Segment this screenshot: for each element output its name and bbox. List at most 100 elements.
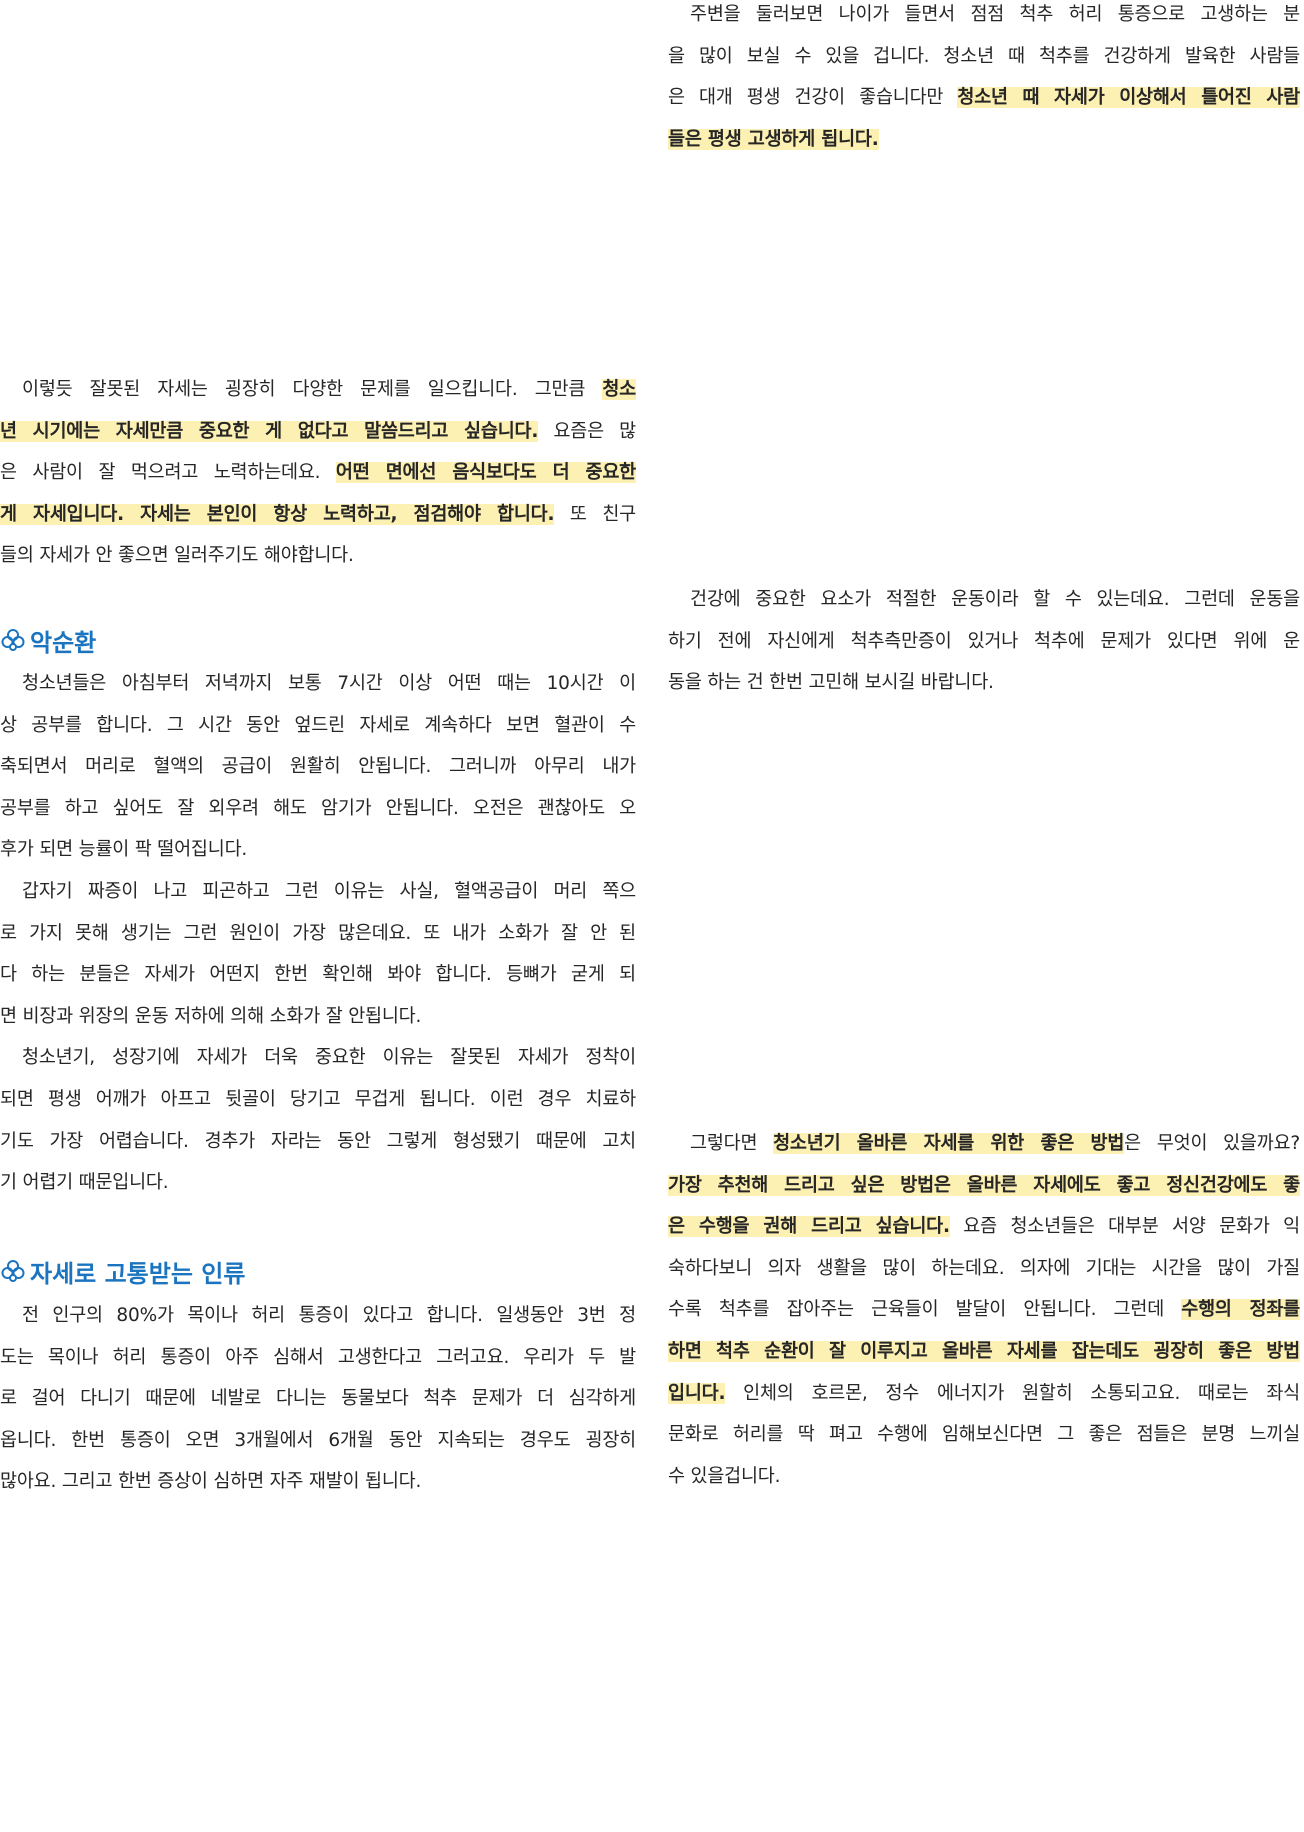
text-line: 도는 목이나 허리 통증이 아주 심해서 고생한다고 그러고요. 우리가 두 발 <box>0 1337 636 1379</box>
body-text: 요즘은 많 <box>538 420 636 442</box>
text-line: 하면 척추 순환이 잘 이루지고 올바른 자세를 잡는데도 굉장히 좋은 방법 <box>668 1331 1300 1373</box>
body-text: 전 인구의 80%가 목이나 허리 통증이 있다고 합니다. 일생동안 3번 정 <box>22 1305 636 1326</box>
text-line: 문화로 허리를 딱 펴고 수행에 임해보신다면 그 좋은 점들은 분명 느끼실 <box>668 1414 1300 1456</box>
text-line: 상 공부를 합니다. 그 시간 동안 엎드린 자세로 계속하다 보면 혈관이 수 <box>0 705 636 747</box>
text-line: 청소년기, 성장기에 자세가 더욱 중요한 이유는 잘못된 자세가 정착이 <box>0 1037 636 1079</box>
text-line: 축되면서 머리로 혈액의 공급이 원활히 안됩니다. 그러니까 아무리 내가 <box>0 746 636 788</box>
text-line: 을 많이 보실 수 있을 겁니다. 청소년 때 척추를 건강하게 발육한 사람들 <box>668 36 1300 78</box>
body-text: 은 사람이 잘 먹으려고 노력하는데요. <box>0 462 336 484</box>
text-line: 로 걸어 다니기 때문에 네발로 다니는 동물보다 척추 문제가 더 심각하게 <box>0 1378 636 1420</box>
clover-icon <box>1 1260 25 1282</box>
highlighted-text: 어떤 면에선 음식보다도 더 중요한 <box>335 462 636 484</box>
text-line: 옵니다. 한번 통증이 오면 3개월에서 6개월 동안 지속되는 경우도 굉장히 <box>0 1420 636 1462</box>
body-text: 수 있을겁니다. <box>668 1465 781 1487</box>
body-text: 들의 자세가 안 좋으면 일러주기도 해야합니다. <box>0 545 354 567</box>
text-line: 청소년들은 아침부터 저녁까지 보통 7시간 이상 어떤 때는 10시간 이 <box>0 663 636 705</box>
body-text: 갑자기 짜증이 나고 피곤하고 그런 이유는 사실, 혈액공급이 머리 쪽으 <box>22 880 636 902</box>
text-line: 숙하다보니 의자 생활을 많이 하는데요. 의자에 기대는 시간을 많이 가질 <box>668 1248 1300 1290</box>
section-heading-vicious-cycle: 악순환 <box>0 620 96 660</box>
text-line: 되면 평생 어깨가 아프고 뒷골이 당기고 무겁게 됩니다. 이런 경우 치료하 <box>0 1079 636 1121</box>
highlighted-text: 청소년 때 자세가 이상해서 틀어진 사람 <box>957 87 1300 109</box>
body-text: 숙하다보니 의자 생활을 많이 하는데요. 의자에 기대는 시간을 많이 가질 <box>668 1257 1300 1279</box>
text-line: 기도 가장 어렵습니다. 경추가 자라는 동안 그렇게 형성됐기 때문에 고치 <box>0 1121 636 1163</box>
body-text: 축되면서 머리로 혈액의 공급이 원활히 안됩니다. 그러니까 아무리 내가 <box>0 756 636 778</box>
section-heading-text: 자세로 고통받는 인류 <box>30 1259 246 1288</box>
body-text: 되면 평생 어깨가 아프고 뒷골이 당기고 무겁게 됩니다. 이런 경우 치료하 <box>0 1088 636 1110</box>
body-text: 도는 목이나 허리 통증이 아주 심해서 고생한다고 그러고요. 우리가 두 발 <box>0 1346 636 1368</box>
text-line: 수록 척추를 잡아주는 근육들이 발달이 안됩니다. 그런데 수행의 정좌를 <box>668 1289 1300 1331</box>
text-line: 은 대개 평생 건강이 좋습니다만 청소년 때 자세가 이상해서 틀어진 사람 <box>668 77 1300 119</box>
text-line: 은 수행을 권해 드리고 싶습니다. 요즘 청소년들은 대부분 서양 문화가 익 <box>668 1206 1300 1248</box>
text-line: 로 가지 못해 생기는 그런 원인이 가장 많은데요. 또 내가 소화가 잘 안… <box>0 913 636 955</box>
body-text: 후가 되면 능률이 팍 떨어집니다. <box>0 839 248 861</box>
body-text: 상 공부를 합니다. 그 시간 동안 엎드린 자세로 계속하다 보면 혈관이 수 <box>0 714 636 736</box>
text-line: 많아요. 그리고 한번 증상이 심하면 자주 재발이 됩니다. <box>0 1461 636 1503</box>
highlighted-text: 하면 척추 순환이 잘 이루지고 올바른 자세를 잡는데도 굉장히 좋은 방법 <box>668 1340 1300 1362</box>
highlighted-text: 수행의 정좌를 <box>1181 1299 1300 1321</box>
highlighted-text: 입니다. <box>668 1382 726 1404</box>
text-line: 면 비장과 위장의 운동 저하에 의해 소화가 잘 안됩니다. <box>0 996 636 1038</box>
body-text: 청소년들은 아침부터 저녁까지 보통 7시간 이상 어떤 때는 10시간 이 <box>22 673 636 694</box>
body-text: 은 무엇이 있을까요? <box>1124 1133 1301 1154</box>
text-line: 하기 전에 자신에게 척추측만증이 있거나 척추에 문제가 있다면 위에 운 <box>668 621 1300 663</box>
text-line: 수 있을겁니다. <box>668 1456 1300 1498</box>
highlighted-text: 청소년기 올바른 자세를 위한 좋은 방법 <box>773 1133 1125 1154</box>
text-line: 다 하는 분들은 자세가 어떤지 한번 확인해 봐야 합니다. 등뼈가 굳게 되 <box>0 954 636 996</box>
highlighted-text: 들은 평생 고생하게 됩니다. <box>668 128 879 150</box>
text-line: 기 어렵기 때문입니다. <box>0 1162 636 1204</box>
body-text: 주변을 둘러보면 나이가 들면서 점점 척추 허리 통증으로 고생하는 분 <box>690 4 1300 25</box>
paragraph-spine-statistics: 전 인구의 80%가 목이나 허리 통증이 있다고 합니다. 일생동안 3번 정… <box>0 1295 636 1503</box>
text-line: 주변을 둘러보면 나이가 들면서 점점 척추 허리 통증으로 고생하는 분 <box>668 0 1300 36</box>
body-text: 인체의 호르몬, 정수 에너지가 원할히 소통되고요. 때로는 좌식 <box>725 1382 1300 1404</box>
highlighted-text: 가장 추천해 드리고 싶은 방법은 올바른 자세에도 좋고 정신건강에도 좋 <box>668 1174 1300 1196</box>
body-text: 다 하는 분들은 자세가 어떤지 한번 확인해 봐야 합니다. 등뼈가 굳게 되 <box>0 964 636 986</box>
body-text: 을 많이 보실 수 있을 겁니다. 청소년 때 척추를 건강하게 발육한 사람들 <box>668 45 1300 67</box>
clover-icon <box>1 629 25 651</box>
text-line: 동을 하는 건 한번 고민해 보시길 바랍니다. <box>668 662 1300 704</box>
text-line: 년 시기에는 자세만큼 중요한 게 없다고 말씀드리고 싶습니다. 요즘은 많 <box>0 411 636 453</box>
text-line: 게 자세입니다. 자세는 본인이 항상 노력하고, 점검해야 합니다. 또 친구 <box>0 494 636 536</box>
text-line: 들은 평생 고생하게 됩니다. <box>668 119 1300 161</box>
text-line: 가장 추천해 드리고 싶은 방법은 올바른 자세에도 좋고 정신건강에도 좋 <box>668 1165 1300 1207</box>
body-text: 동을 하는 건 한번 고민해 보시길 바랍니다. <box>668 672 994 694</box>
body-text: 청소년기, 성장기에 자세가 더욱 중요한 이유는 잘못된 자세가 정착이 <box>22 1047 636 1069</box>
text-line: 입니다. 인체의 호르몬, 정수 에너지가 원할히 소통되고요. 때로는 좌식 <box>668 1373 1300 1415</box>
body-text: 그렇다면 <box>690 1133 774 1154</box>
highlighted-text: 년 시기에는 자세만큼 중요한 게 없다고 말씀드리고 싶습니다. <box>0 420 539 442</box>
text-line: 건강에 중요한 요소가 적절한 운동이라 할 수 있는데요. 그런데 운동을 <box>668 579 1300 621</box>
text-line: 전 인구의 80%가 목이나 허리 통증이 있다고 합니다. 일생동안 3번 정 <box>0 1295 636 1337</box>
highlighted-text: 게 자세입니다. 자세는 본인이 항상 노력하고, 점검해야 합니다. <box>0 503 555 525</box>
body-text: 로 가지 못해 생기는 그런 원인이 가장 많은데요. 또 내가 소화가 잘 안… <box>0 922 636 944</box>
body-text: 기 어렵기 때문입니다. <box>0 1172 169 1194</box>
highlighted-text: 은 수행을 권해 드리고 싶습니다. <box>668 1216 950 1238</box>
text-line: 갑자기 짜증이 나고 피곤하고 그런 이유는 사실, 혈액공급이 머리 쪽으 <box>0 871 636 913</box>
body-text: 건강에 중요한 요소가 적절한 운동이라 할 수 있는데요. 그런데 운동을 <box>690 589 1300 610</box>
text-line: 후가 되면 능률이 팍 떨어집니다. <box>0 829 636 871</box>
text-line: 은 사람이 잘 먹으려고 노력하는데요. 어떤 면에선 음식보다도 더 중요한 <box>0 452 636 494</box>
body-text: 문화로 허리를 딱 펴고 수행에 임해보신다면 그 좋은 점들은 분명 느끼실 <box>668 1424 1300 1446</box>
body-text: 또 친구 <box>554 503 637 525</box>
section-heading-text: 악순환 <box>30 628 97 657</box>
text-line: 들의 자세가 안 좋으면 일러주기도 해야합니다. <box>0 535 636 577</box>
body-text: 수록 척추를 잡아주는 근육들이 발달이 안됩니다. 그런데 <box>668 1299 1182 1321</box>
body-text: 로 걸어 다니기 때문에 네발로 다니는 동물보다 척추 문제가 더 심각하게 <box>0 1388 636 1410</box>
text-line: 이렇듯 잘못된 자세는 굉장히 다양한 문제를 일으킵니다. 그만큼 청소 <box>0 369 636 411</box>
text-line: 그렇다면 청소년기 올바른 자세를 위한 좋은 방법은 무엇이 있을까요? <box>668 1123 1300 1165</box>
body-text: 하기 전에 자신에게 척추측만증이 있거나 척추에 문제가 있다면 위에 운 <box>668 630 1300 652</box>
body-text: 기도 가장 어렵습니다. 경추가 자라는 동안 그렇게 형성됐기 때문에 고치 <box>0 1130 636 1152</box>
paragraph-good-method: 그렇다면 청소년기 올바른 자세를 위한 좋은 방법은 무엇이 있을까요? 가장 … <box>668 1123 1300 1497</box>
body-text: 이렇듯 잘못된 자세는 굉장히 다양한 문제를 일으킵니다. 그만큼 <box>22 379 603 400</box>
highlighted-text: 청소 <box>602 379 636 400</box>
body-text: 은 대개 평생 건강이 좋습니다만 <box>668 87 958 109</box>
body-text: 면 비장과 위장의 운동 저하에 의해 소화가 잘 안됩니다. <box>0 1005 422 1027</box>
body-text: 공부를 하고 싶어도 잘 외우려 해도 암기가 안됩니다. 오전은 괜찮아도 오 <box>0 797 636 819</box>
section-heading-suffering-humanity: 자세로 고통받는 인류 <box>0 1251 245 1291</box>
body-text: 요즘 청소년들은 대부분 서양 문화가 익 <box>949 1216 1300 1238</box>
body-text: 많아요. 그리고 한번 증상이 심하면 자주 재발이 됩니다. <box>0 1471 422 1493</box>
body-text: 옵니다. 한번 통증이 오면 3개월에서 6개월 동안 지속되는 경우도 굉장히 <box>0 1429 636 1451</box>
text-line: 공부를 하고 싶어도 잘 외우려 해도 암기가 안됩니다. 오전은 괜찮아도 오 <box>0 788 636 830</box>
